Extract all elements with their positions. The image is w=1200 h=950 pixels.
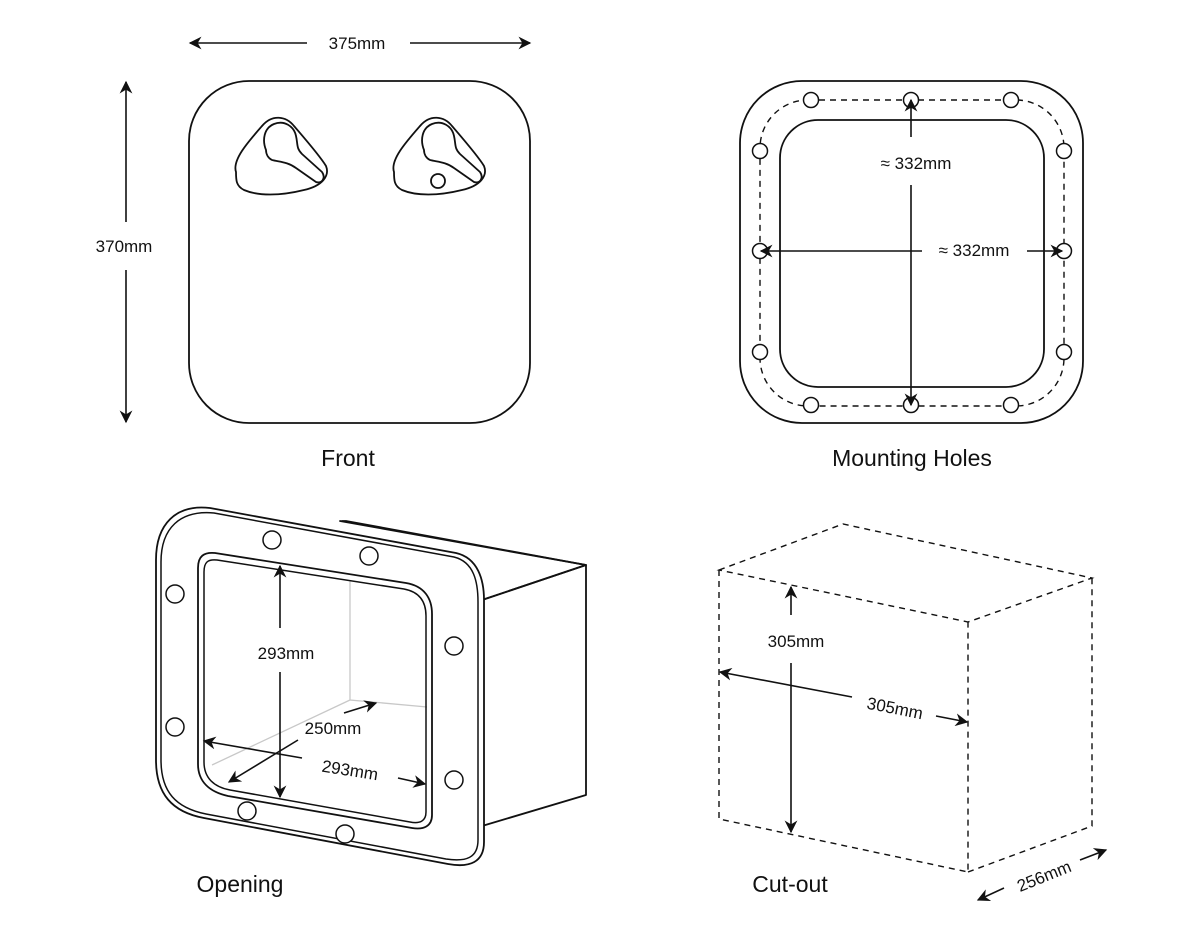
opening-caption: Opening (197, 871, 284, 897)
mounting-hole-icon (165, 717, 185, 737)
cutout-height-label: 305mm (768, 632, 825, 651)
opening-width-arrow-left (202, 736, 303, 759)
mounting-hole-icon (751, 343, 769, 361)
mounting-hole-icon (165, 584, 185, 604)
mounting-hole-icon (751, 142, 769, 160)
mounting-hole-icon (444, 636, 464, 656)
front-view: 375mm 370mm Front (96, 34, 532, 471)
mounting-hole-icon (262, 530, 282, 550)
hole-pitch-line (759, 99, 1065, 407)
latch-plate-icon (392, 116, 486, 196)
mounting-holes-caption: Mounting Holes (832, 445, 992, 471)
mounting-holes-view: ≈ 332mm ≈ 332mm Mounting Holes (739, 80, 1084, 471)
opening-width-arrow-right (397, 775, 427, 788)
lock-hole-icon (430, 173, 446, 189)
mounting-hole-icon (444, 770, 464, 790)
opening-depth-arrow-back (343, 700, 378, 714)
opening-height-label: 293mm (258, 644, 315, 663)
cutout-caption: Cut-out (752, 871, 828, 897)
mounting-hole-icon (802, 396, 820, 414)
opening-view: 293mm 250mm 293mm Opening (155, 506, 587, 897)
opening-rim-inner (203, 559, 427, 824)
cutout-side-face (967, 578, 1093, 873)
cutout-depth-arrow-back (1079, 848, 1108, 861)
front-caption: Front (321, 445, 375, 471)
flange-outer-inner-line (160, 511, 479, 861)
latch-handle-icon[interactable] (421, 121, 483, 184)
opening-depth-arrow-front (227, 739, 299, 783)
front-width-label: 375mm (329, 34, 386, 53)
cutout-top-face (716, 523, 1095, 623)
mounting-hole-icon (237, 801, 257, 821)
cutout-depth-label: 256mm (1014, 857, 1074, 896)
latch-right (392, 116, 486, 196)
flange-hole-set (165, 530, 464, 844)
mounting-hole-icon (1055, 343, 1073, 361)
mounting-hole-icon (359, 546, 379, 566)
cutout-depth-arrow-front (976, 887, 1005, 901)
latch-left (234, 116, 328, 196)
opening-depth-label: 250mm (305, 719, 362, 738)
mounting-hole-icon (1002, 91, 1020, 109)
interior-back-corner (211, 581, 428, 766)
cutout-width-arrow-left (718, 667, 853, 698)
mounting-hole-icon (335, 824, 355, 844)
cutout-width-label: 305mm (865, 694, 924, 723)
inner-opening-outline (779, 119, 1045, 388)
mounting-hole-icon (802, 91, 820, 109)
hatch-lid-outline (188, 80, 531, 424)
latch-handle-icon[interactable] (263, 121, 325, 184)
front-height-label: 370mm (96, 237, 153, 256)
cutout-view: 305mm 305mm 256mm Cut-out (716, 523, 1108, 901)
box-top-edges (339, 520, 587, 601)
mounting-hole-icon (1055, 142, 1073, 160)
mh-vertical-label: ≈ 332mm (881, 154, 952, 173)
opening-rim-outer (197, 551, 433, 830)
cutout-width-arrow-right (935, 713, 969, 727)
mounting-hole-icon (1002, 396, 1020, 414)
cutout-front-face (718, 570, 969, 873)
mh-horizontal-label: ≈ 332mm (939, 241, 1010, 260)
mounting-hole-set (751, 91, 1073, 414)
latch-plate-icon (234, 116, 328, 196)
flange-outline (739, 80, 1084, 424)
